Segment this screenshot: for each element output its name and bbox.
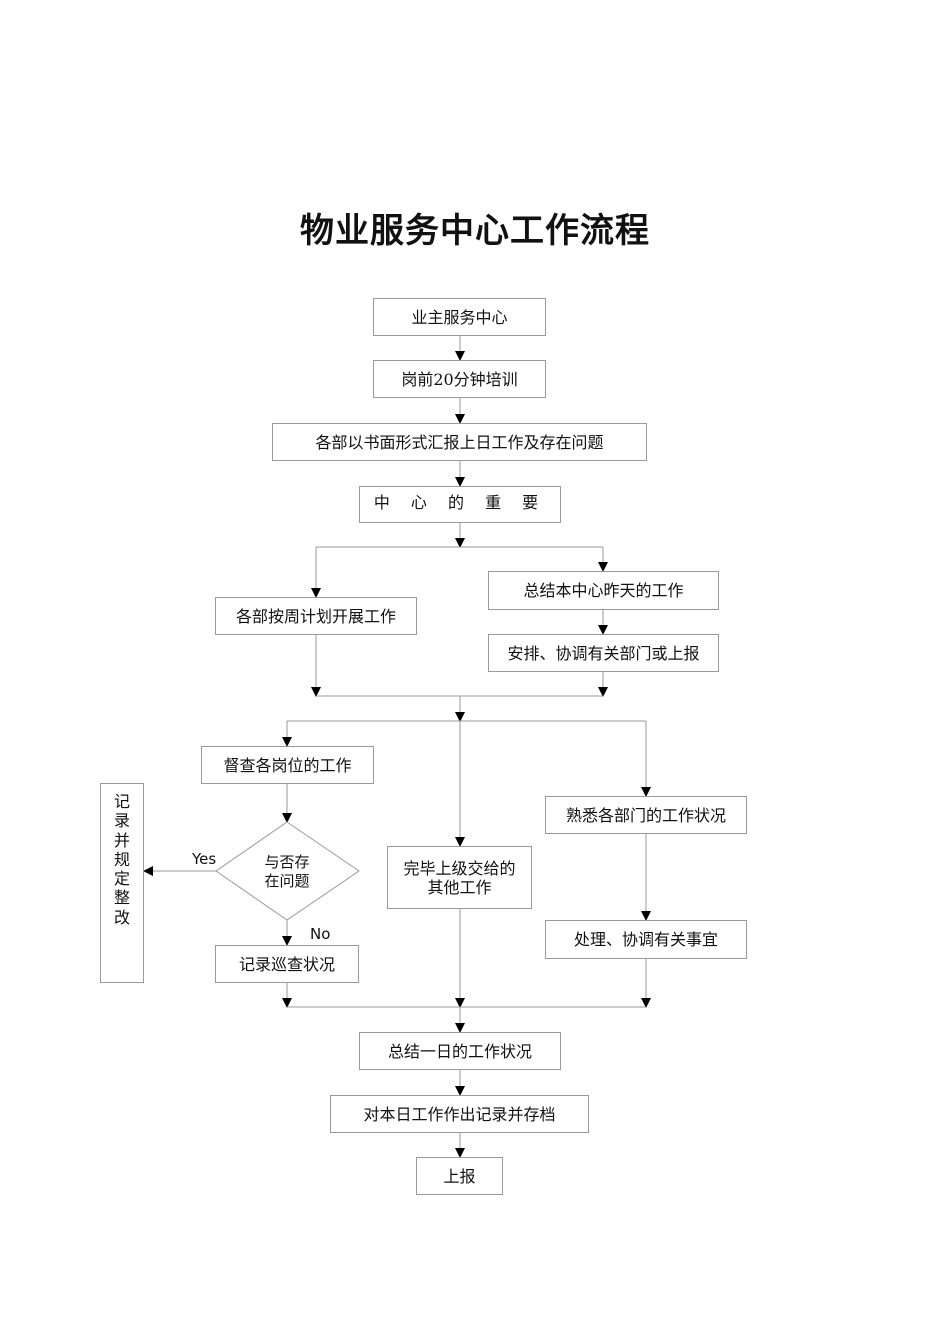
node-label: 各部按周计划开展工作 <box>235 606 396 626</box>
decision-line-2: 在问题 <box>264 872 310 890</box>
yes-label: Yes <box>192 850 217 868</box>
node-familiar-depts: 熟悉各部门的工作状况 <box>545 796 747 834</box>
node-record-rectify: 记录并规定整改 <box>100 783 144 983</box>
node-label: 处理、协调有关事宜 <box>573 930 718 949</box>
node-label-line-1: 完毕上级交给的 <box>403 858 516 878</box>
node-label: 对本日工作作出记录并存档 <box>363 1104 556 1124</box>
node-label: 安 排 中 心 的 重 要 工 作 <box>360 493 560 512</box>
node-training: 岗前20分钟培训 <box>373 360 546 398</box>
node-label: 督查各岗位的工作 <box>223 755 352 775</box>
node-coordinate-report: 安排、协调有关部门或上报 <box>488 634 719 672</box>
node-label: 上报 <box>443 1166 476 1186</box>
no-label: No <box>310 925 331 943</box>
node-label: 记录巡查状况 <box>238 954 335 974</box>
page-title: 物业服务中心工作流程 <box>300 211 650 251</box>
node-label: 熟悉各部门的工作状况 <box>565 805 726 825</box>
node-superior-tasks: 完毕上级交给的 其他工作 <box>387 846 532 909</box>
node-label: 总结本中心昨天的工作 <box>523 581 684 600</box>
node-owner-service: 业主服务中心 <box>373 298 546 336</box>
node-handle-matters: 处理、协调有关事宜 <box>545 920 747 959</box>
node-report-written: 各部以书面形式汇报上日工作及存在问题 <box>272 423 647 461</box>
node-report-up: 上报 <box>416 1157 503 1195</box>
node-summary-yesterday: 总结本中心昨天的工作 <box>488 571 719 610</box>
node-label: 业主服务中心 <box>411 307 508 327</box>
node-label-line-2: 其他工作 <box>427 877 492 897</box>
node-arrange-key-work: 安 排 中 心 的 重 要 工 作 <box>359 486 561 523</box>
node-record-patrol: 记录巡查状况 <box>215 945 359 983</box>
node-daily-summary: 总结一日的工作状况 <box>359 1032 561 1070</box>
node-record-archive: 对本日工作作出记录并存档 <box>330 1095 589 1133</box>
node-label: 各部以书面形式汇报上日工作及存在问题 <box>315 432 604 452</box>
node-label: 记录并规定整改 <box>113 792 130 927</box>
node-label: 安排、协调有关部门或上报 <box>507 643 700 663</box>
decision-line-1: 与否存 <box>264 853 310 871</box>
node-label: 岗前20分钟培训 <box>401 369 518 389</box>
node-weekly-plan: 各部按周计划开展工作 <box>215 597 417 635</box>
decision-label: 与否存 在问题 <box>247 853 327 891</box>
node-supervise: 督查各岗位的工作 <box>201 746 374 784</box>
decision-diamond <box>215 821 360 921</box>
node-label: 总结一日的工作状况 <box>387 1041 532 1061</box>
